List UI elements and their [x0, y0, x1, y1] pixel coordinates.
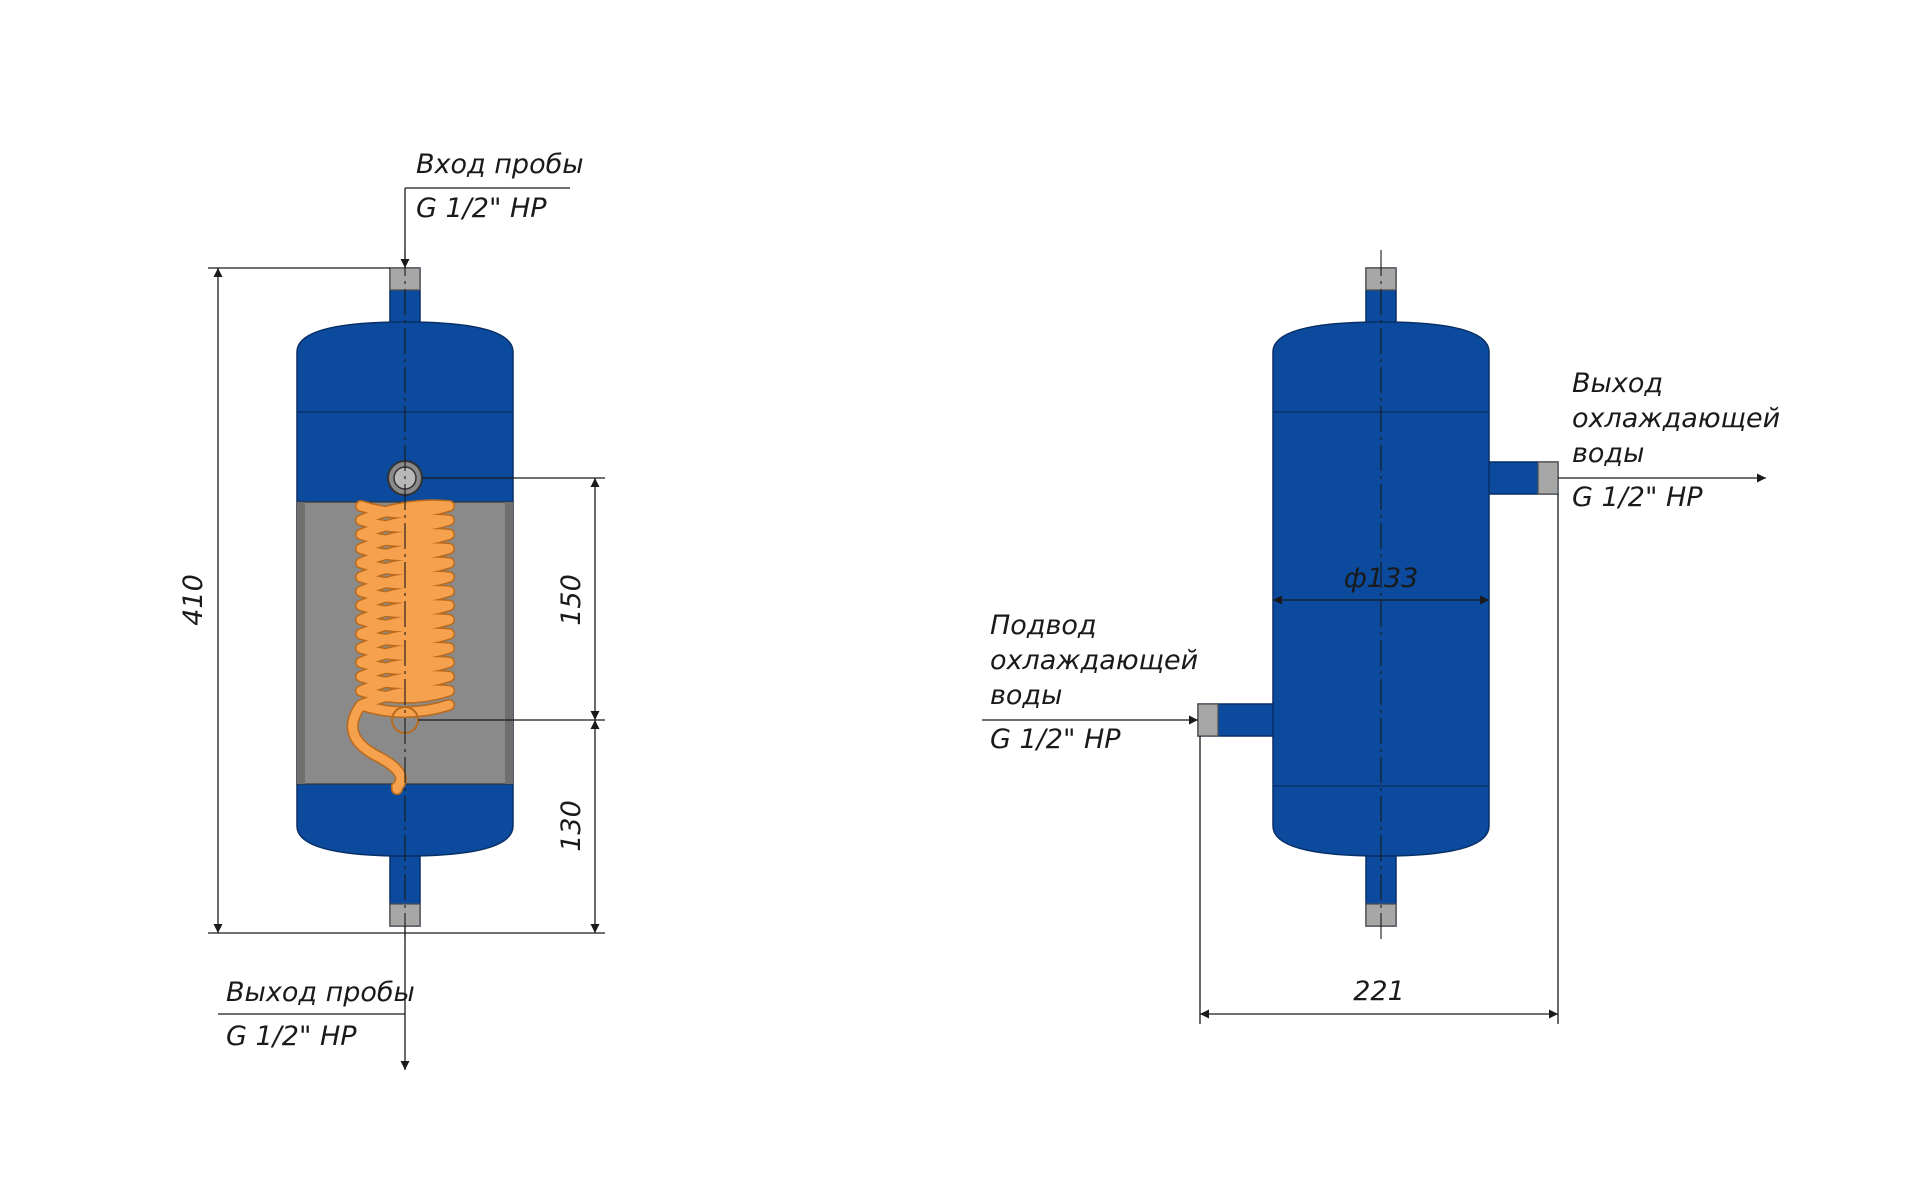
front-section-wall-left	[297, 502, 305, 784]
inlet-title: Вход пробы	[416, 149, 584, 180]
cooling-inlet-line1: Подвод	[990, 610, 1097, 641]
inlet-thread: G 1/2" НР	[416, 193, 547, 224]
outlet-title: Выход пробы	[226, 977, 415, 1008]
cooling-inlet-line3: воды	[990, 680, 1062, 711]
dim-410-value: 410	[178, 574, 209, 626]
side-left-thread	[1197, 703, 1219, 737]
dim-221-value: 221	[1353, 976, 1405, 1007]
cooling-inlet-line2: охлаждающей	[990, 645, 1198, 676]
outlet-thread: G 1/2" НР	[226, 1021, 357, 1052]
side-view: ф133 221 Подвод охлаждающей воды G 1/2" …	[982, 250, 1780, 1024]
cooling-outlet-line2: охлаждающей	[1572, 403, 1780, 434]
cooling-outlet-line3: воды	[1572, 438, 1644, 469]
side-vessel-body	[1272, 321, 1490, 857]
side-right-thread	[1537, 461, 1559, 495]
dim-130-value: 130	[556, 800, 587, 852]
front-view: Вход пробы G 1/2" НР Выход пробы G 1/2" …	[178, 149, 605, 1070]
cooling-inlet-thread: G 1/2" НР	[990, 724, 1121, 755]
dim-diameter-value: ф133	[1344, 563, 1419, 594]
dim-150-value: 150	[556, 574, 587, 626]
cooling-outlet-line1: Выход	[1572, 368, 1663, 399]
cooling-outlet-thread: G 1/2" НР	[1572, 482, 1703, 513]
front-section-wall-right	[505, 502, 513, 784]
